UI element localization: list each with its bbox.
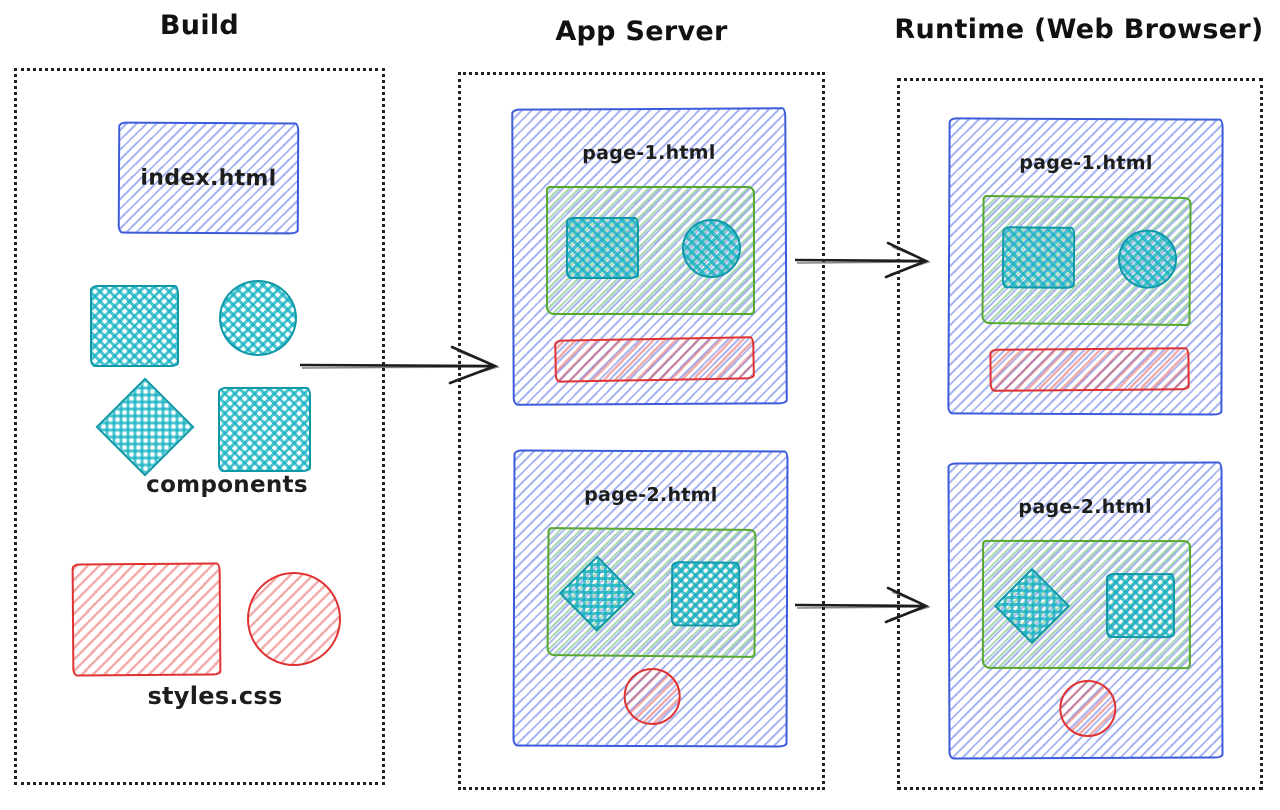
styles-rectangle-icon [71, 562, 222, 677]
styles-circle-icon [1059, 679, 1117, 738]
index-html-label: index.html [140, 165, 277, 191]
index-html-file: index.html [117, 121, 300, 235]
styles-bar-icon [554, 336, 755, 383]
styles-bar-icon [989, 347, 1190, 392]
green-panel [546, 527, 757, 658]
styles-css-label: styles.css [147, 682, 283, 710]
component-square-icon [1001, 226, 1076, 289]
page-1-label: page-1.html [1019, 151, 1153, 175]
styles-circle-icon [623, 667, 681, 726]
green-panel [545, 185, 755, 315]
component-square-icon [670, 561, 741, 627]
page-2-label: page-2.html [1018, 495, 1152, 519]
app-server-page-2: page-2.html [512, 449, 789, 748]
component-diamond-icon [993, 567, 1071, 645]
component-square-icon [565, 216, 639, 279]
runtime-column-title: Runtime (Web Browser) [894, 14, 1264, 45]
component-square-icon [90, 285, 179, 367]
app-server-column-title: App Server [555, 16, 728, 47]
runtime-column-container [897, 78, 1263, 790]
component-circle-icon [681, 218, 741, 278]
component-square-icon [1105, 573, 1176, 639]
component-circle-icon [1117, 229, 1178, 289]
page-2-label: page-2.html [584, 483, 718, 507]
component-square-icon [218, 387, 311, 472]
build-column-container [14, 68, 385, 785]
green-panel [981, 539, 1192, 670]
app-server-column-container [458, 72, 825, 790]
green-panel [981, 195, 1192, 327]
build-column-title: Build [159, 10, 240, 41]
app-server-page-1: page-1.html [511, 107, 788, 406]
components-label: components [146, 472, 308, 498]
runtime-page-1: page-1.html [947, 117, 1224, 416]
component-circle-icon [219, 280, 297, 356]
component-diamond-icon [558, 555, 636, 632]
build-to-app-server-arrow [299, 345, 500, 385]
page-1-label: page-1.html [582, 141, 716, 165]
styles-circle-icon [247, 572, 341, 666]
runtime-page-2: page-2.html [947, 461, 1224, 760]
